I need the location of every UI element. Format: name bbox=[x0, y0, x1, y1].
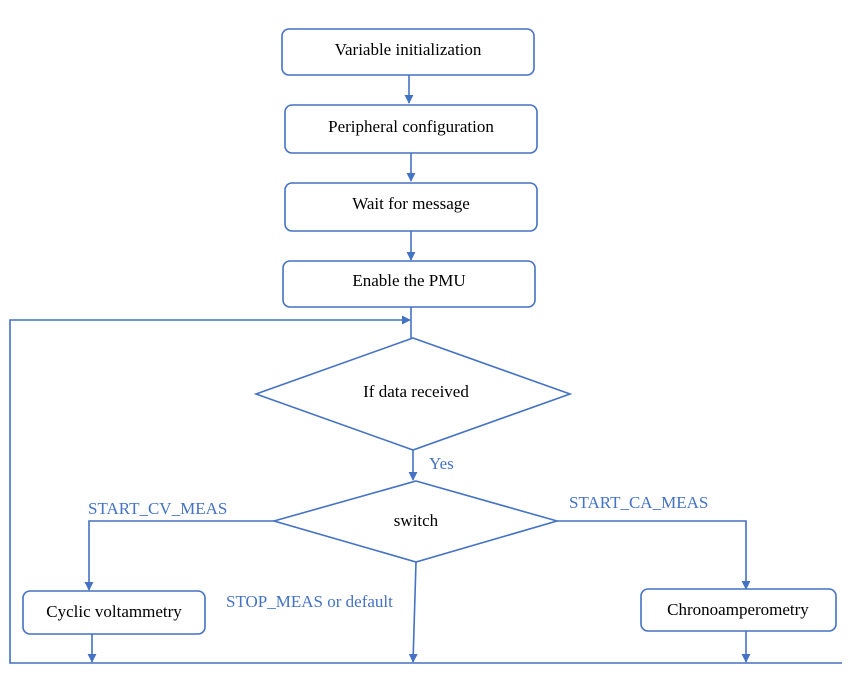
edge-label-yes: Yes bbox=[429, 454, 454, 473]
node-variable-initialization: Variable initialization bbox=[281, 28, 535, 76]
edge-loop-back bbox=[9, 315, 842, 664]
node-peripheral-configuration: Peripheral configuration bbox=[284, 104, 538, 154]
edge-label-stop-meas-or-default: STOP_MEAS or default bbox=[226, 592, 393, 611]
edge-switch-stop-to-loop bbox=[408, 561, 418, 663]
node-switch: switch bbox=[271, 480, 560, 563]
node-chronoamperometry-label: Chronoamperometry bbox=[667, 600, 809, 619]
edge-label-start-ca-meas: START_CA_MEAS bbox=[569, 493, 708, 512]
node-cyclic-voltammetry-label: Cyclic voltammetry bbox=[46, 602, 182, 621]
node-wait-for-message-label: Wait for message bbox=[352, 194, 470, 213]
node-enable-pmu: Enable the PMU bbox=[282, 260, 536, 308]
node-switch-label: switch bbox=[394, 511, 439, 530]
node-enable-pmu-label: Enable the PMU bbox=[352, 271, 465, 290]
node-decision-data-received-label: If data received bbox=[363, 382, 469, 401]
edge-switch-to-cv bbox=[84, 520, 274, 591]
node-cyclic-voltammetry: Cyclic voltammetry bbox=[22, 590, 206, 635]
node-chronoamperometry: Chronoamperometry bbox=[640, 588, 837, 632]
edges bbox=[9, 75, 842, 664]
node-variable-initialization-label: Variable initialization bbox=[335, 40, 482, 59]
edge-switch-to-ca bbox=[557, 520, 751, 590]
edge-label-start-cv-meas: START_CV_MEAS bbox=[88, 499, 227, 518]
node-peripheral-configuration-label: Peripheral configuration bbox=[328, 117, 494, 136]
node-decision-data-received: If data received bbox=[253, 337, 573, 451]
node-wait-for-message: Wait for message bbox=[284, 182, 538, 232]
